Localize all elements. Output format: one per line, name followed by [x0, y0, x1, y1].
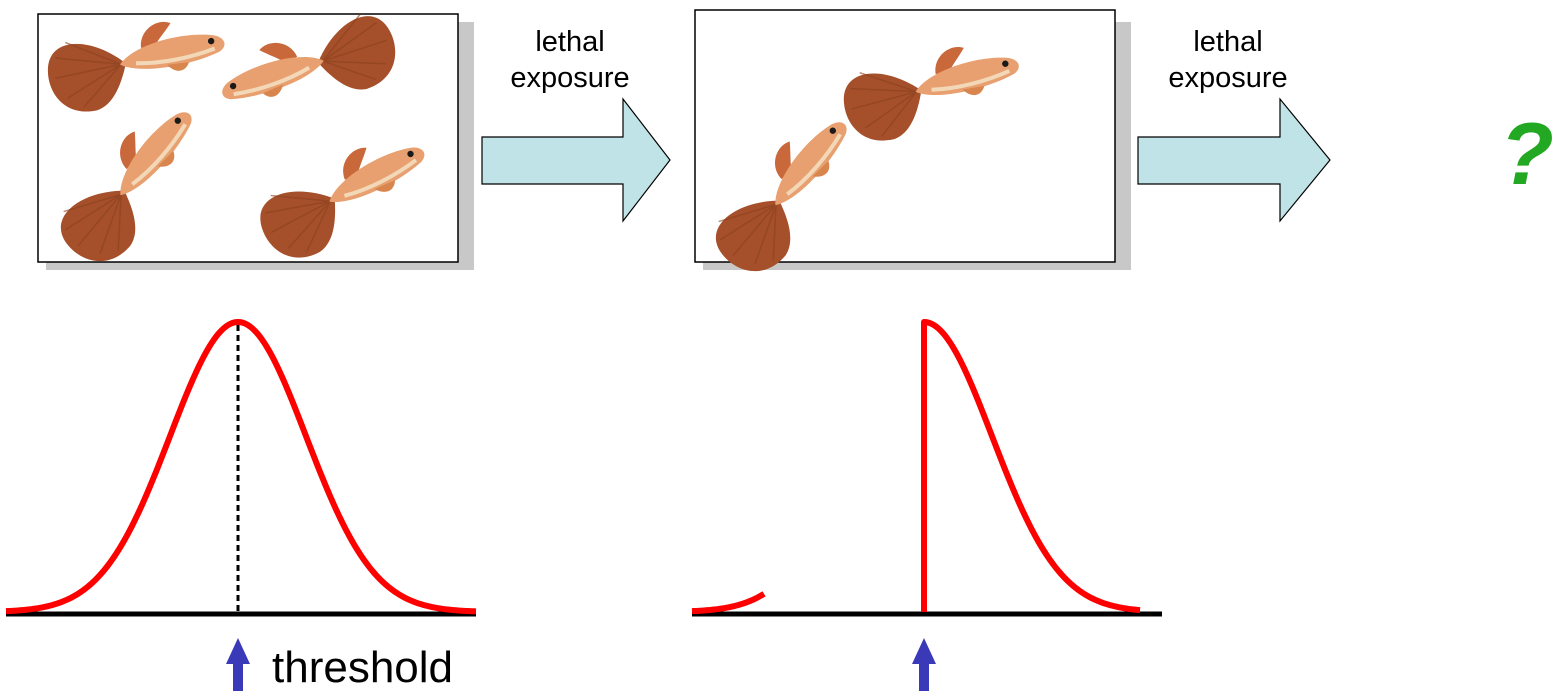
threshold-label: threshold — [272, 643, 454, 692]
distribution-1 — [5, 319, 477, 691]
threshold-arrow-1 — [226, 638, 250, 691]
population-panel-1 — [37, 4, 474, 279]
arrow-1-label-line1: lethal — [535, 26, 605, 58]
arrow-1-label: lethal exposure — [500, 24, 640, 97]
arrow-2-label-line1: lethal — [1193, 26, 1263, 58]
bell-curve-2-left-tail — [691, 591, 766, 615]
arrow-2-label: lethal exposure — [1158, 24, 1298, 97]
population-panel-2 — [694, 9, 1131, 289]
block-arrow-2 — [1137, 97, 1331, 223]
arrow-2-label-line2: exposure — [1168, 62, 1288, 95]
arrow-1-label-line2: exposure — [510, 62, 630, 95]
bell-curve-2-truncated — [921, 319, 1141, 614]
distribution-2 — [691, 319, 1162, 691]
question-mark: ? — [1500, 104, 1554, 203]
threshold-arrow-2 — [912, 638, 936, 691]
block-arrow-1 — [481, 97, 671, 223]
bell-curve-1 — [5, 319, 477, 615]
